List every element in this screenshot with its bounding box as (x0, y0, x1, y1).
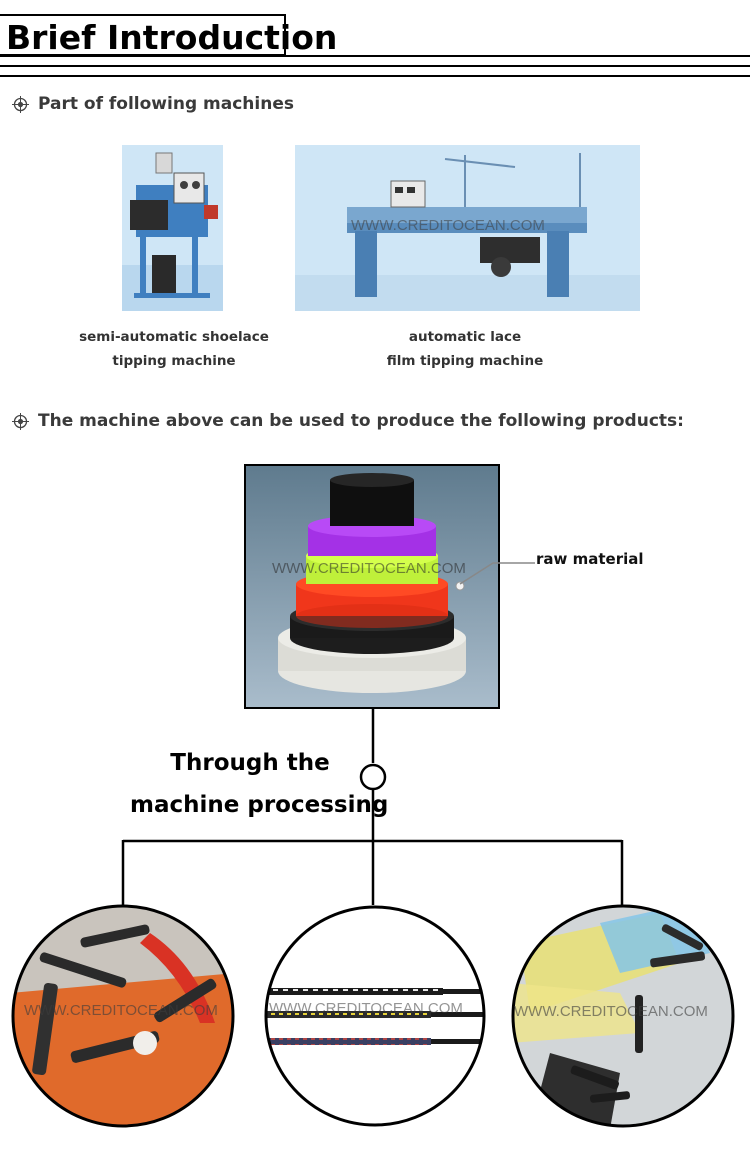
machine-2-caption: automatic lace film tipping machine (365, 325, 565, 373)
product-circle-laces: WWW.CREDITOCEAN.COM (263, 904, 487, 1128)
process-line-1: Through the (170, 750, 330, 776)
machine-1-caption: semi-automatic shoelace tipping machine (74, 325, 274, 373)
watermark: WWW.CREDITOCEAN.COM (269, 1000, 463, 1017)
flow-diagram-lines (121, 709, 624, 905)
watermark: WWW.CREDITOCEAN.COM (272, 560, 466, 577)
header-rule-1 (0, 55, 750, 57)
product-circle-tips: WWW.CREDITOCEAN.COM (10, 903, 236, 1129)
header-rule-2 (0, 65, 750, 67)
raw-material-pointer (459, 562, 535, 585)
semi-automatic-machine-photo (122, 145, 223, 311)
page-title: Brief Introduction (6, 18, 338, 57)
watermark: WWW.CREDITOCEAN.COM (514, 1003, 708, 1020)
caption-line: automatic lace (408, 329, 522, 345)
caption-line: film tipping machine (386, 353, 544, 369)
automatic-film-machine-photo: WWW.CREDITOCEAN.COM (295, 145, 640, 311)
process-line-2: machine processing (130, 792, 389, 818)
watermark: WWW.CREDITOCEAN.COM (24, 1002, 218, 1019)
caption-line: tipping machine (112, 353, 236, 369)
watermark: WWW.CREDITOCEAN.COM (351, 217, 545, 234)
section-products: The machine above can be used to produce… (12, 409, 684, 433)
raw-material-label: raw material (536, 550, 644, 568)
header-rule-3 (0, 75, 750, 77)
target-bullet-icon (12, 412, 29, 430)
section-machines: Part of following machines (12, 92, 294, 116)
section-heading: The machine above can be used to produce… (38, 411, 684, 431)
process-text: Through the machine processing (130, 742, 389, 826)
product-circle-film-tips: WWW.CREDITOCEAN.COM (510, 903, 736, 1129)
target-bullet-icon (12, 95, 29, 113)
caption-line: semi-automatic shoelace (79, 329, 269, 345)
section-heading: Part of following machines (38, 94, 294, 114)
raw-material-photo: WWW.CREDITOCEAN.COM (244, 464, 500, 709)
